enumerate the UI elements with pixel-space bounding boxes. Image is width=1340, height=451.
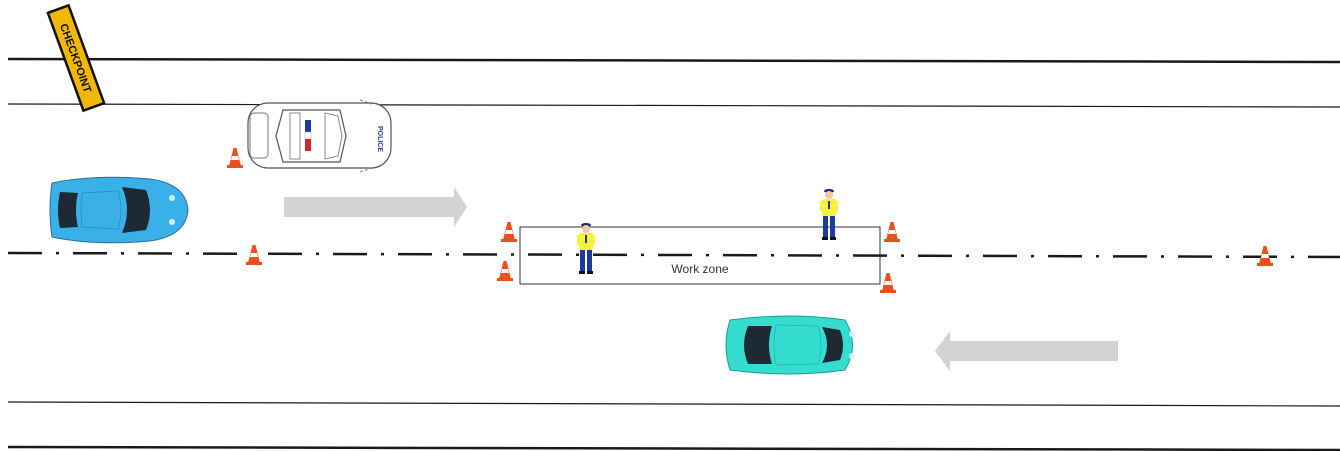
road-edge-bottom-outer <box>7 445 1340 451</box>
police-car: POLICE <box>247 99 392 173</box>
police-car-label: POLICE <box>376 126 383 152</box>
traffic-cone-6 <box>880 273 896 293</box>
traffic-cone-1 <box>227 148 243 168</box>
police-officer-1 <box>577 223 595 274</box>
road-edge-bottom-inner <box>7 401 1340 407</box>
road-edge-top-inner <box>7 103 1340 108</box>
blue-car <box>49 176 189 244</box>
teal-car <box>725 315 855 375</box>
work-zone-label: Work zone <box>671 262 728 276</box>
work-zone: Work zone <box>519 226 881 285</box>
traffic-cone-4 <box>497 261 513 281</box>
road-edge-top-outer <box>7 57 1340 64</box>
traffic-cone-5 <box>884 222 900 242</box>
traffic-cone-3 <box>501 222 517 242</box>
direction-arrow-right <box>284 187 467 227</box>
traffic-cone-2 <box>246 245 262 265</box>
center-lane-marking <box>7 251 1340 259</box>
police-officer-2 <box>820 189 838 240</box>
direction-arrow-left <box>935 331 1118 371</box>
